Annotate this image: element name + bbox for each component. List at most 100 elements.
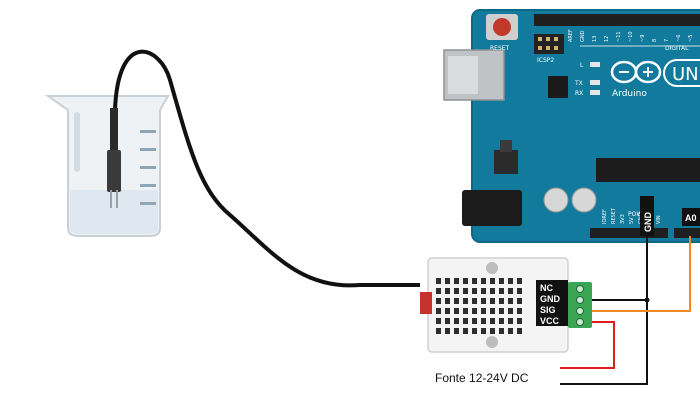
vent-slot [454, 278, 459, 284]
vent-slot [463, 278, 468, 284]
vent-slot [499, 318, 504, 324]
vent-slot [499, 298, 504, 304]
small-chip [548, 76, 568, 98]
vent-slot [508, 298, 513, 304]
vent-slot [481, 308, 486, 314]
power-supply-label: Fonte 12-24V DC [435, 371, 529, 385]
beaker-mark [140, 148, 156, 151]
gnd-pin-label: GND [643, 212, 653, 233]
vent-slot [454, 288, 459, 294]
vent-slot [517, 308, 522, 314]
level-probe [107, 108, 121, 208]
beaker-mark [140, 130, 156, 133]
vent-slot [517, 318, 522, 324]
vent-slot [436, 328, 441, 334]
microcontroller [596, 158, 700, 182]
vent-slot [445, 278, 450, 284]
top-pin-label: ~11 [616, 31, 622, 42]
vent-slot [472, 298, 477, 304]
arduino-logo [610, 59, 700, 87]
vcc-wire [560, 321, 615, 369]
top-pin-label: ~10 [628, 31, 634, 42]
digital-header [534, 14, 700, 26]
vent-slot [490, 328, 495, 334]
vent-slot [454, 328, 459, 334]
probe-cable [113, 49, 420, 288]
vent-slot [472, 318, 477, 324]
vent-slot [445, 298, 450, 304]
top-pin-label: GND [580, 30, 586, 42]
power-label: POWER [628, 211, 650, 218]
icsp-header [534, 34, 564, 54]
vent-slot [436, 318, 441, 324]
vent-slot [517, 278, 522, 284]
vent-slot [508, 288, 513, 294]
beaker-mark [140, 166, 156, 169]
vent-slot [472, 288, 477, 294]
vent-slot [490, 298, 495, 304]
mount-hole [486, 262, 498, 274]
power-pin-label: VIN [656, 215, 662, 224]
beaker-mark [140, 202, 156, 205]
top-pin-label: 8 [652, 39, 658, 42]
reset-label: RESET [490, 45, 510, 52]
vent-slot [508, 318, 513, 324]
power-pin-label: RESET [611, 207, 617, 224]
top-pin-label: 7 [664, 39, 670, 42]
top-pin-label: AREF [568, 29, 574, 42]
vent-slot [481, 288, 486, 294]
module-pin-sig: SIG [540, 305, 556, 315]
power-header [590, 228, 668, 238]
module-pin-gnd: GND [540, 294, 561, 304]
vent-slot [490, 288, 495, 294]
vent-slot [463, 298, 468, 304]
model-text: UN [672, 64, 699, 85]
analog-header [674, 228, 700, 238]
power-pin-label: IOREF [602, 209, 608, 224]
vent-slot [445, 308, 450, 314]
brand-text: Arduino [612, 89, 647, 99]
vent-slot [454, 318, 459, 324]
a0-pin-label: A0 [685, 213, 697, 223]
vent-slot [481, 298, 486, 304]
vent-slot [481, 328, 486, 334]
vent-slot [463, 318, 468, 324]
vent-slot [472, 328, 477, 334]
top-pin-label: ~9 [640, 35, 646, 42]
tx-led-label: TX [574, 80, 583, 87]
capacitor [543, 187, 569, 213]
power-pin-label: 5V [629, 217, 635, 224]
vent-slot [445, 318, 450, 324]
l-led-label: L [580, 62, 584, 69]
vent-slot [445, 328, 450, 334]
top-pin-label: 13 [592, 36, 598, 42]
digital-label: DIGITAL [665, 45, 689, 52]
wires [560, 236, 691, 385]
module-pin-vcc: VCC [540, 316, 560, 326]
gnd-pin-tag [640, 196, 654, 236]
vent-slot [436, 288, 441, 294]
vent-slot [508, 308, 513, 314]
signal-wire [592, 236, 691, 312]
vent-slot [517, 298, 522, 304]
mount-hole [486, 336, 498, 348]
vent-slot [490, 318, 495, 324]
vent-slot [463, 308, 468, 314]
vent-grid [436, 278, 522, 334]
barrel-jack [462, 190, 522, 226]
vent-slot [517, 328, 522, 334]
power-pin-label: 3V3 [620, 214, 626, 224]
top-pin-label: 12 [604, 36, 610, 42]
vent-slot [499, 278, 504, 284]
vent-slot [454, 298, 459, 304]
vent-slot [481, 278, 486, 284]
vent-slot [436, 278, 441, 284]
voltage-regulator [494, 150, 518, 174]
icsp-label: ICSP2 [537, 57, 554, 64]
top-pin-label: ~5 [688, 35, 694, 42]
beaker-mark [140, 184, 156, 187]
vent-slot [454, 308, 459, 314]
